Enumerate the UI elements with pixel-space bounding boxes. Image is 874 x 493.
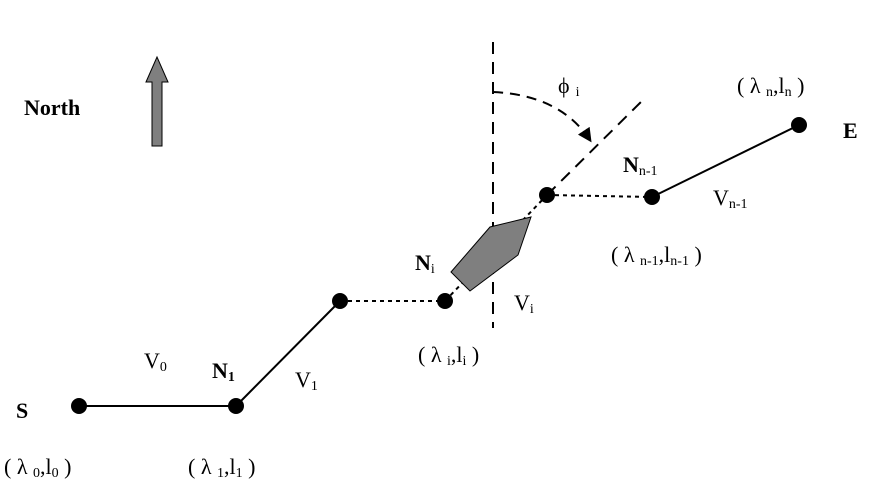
leg-vn1-label: Vn-1 [713,185,748,212]
leg-vi-label: Vi [514,290,534,317]
node-nn1 [644,189,660,205]
coord-ni: ( λ i,li ) [418,342,479,369]
leg-v0-label: V0 [144,348,167,375]
waypoint-ni-label: Ni [415,250,435,277]
waypoint-nn1-label: Nn-1 [623,152,658,179]
node-next [539,187,555,203]
coord-nn1: ( λ n-1,ln-1 ) [611,242,702,269]
leg-v1-label: V1 [295,367,318,394]
dotted-segment-3 [546,194,653,198]
waypoint-n1-label: N1 [212,358,235,385]
node-n2 [332,293,348,309]
node-start [71,398,87,414]
end-label: E [843,118,858,143]
heading-angle-arc [492,91,592,143]
node-end [791,117,807,133]
node-ni [437,293,453,309]
coord-end: ( λ n,ln ) [737,73,804,100]
ship-icon [450,216,532,292]
coord-start: ( λ 0,l0 ) [4,454,71,481]
north-arrow-icon [145,55,169,147]
node-n1 [228,398,244,414]
heading-line [546,97,646,196]
segment-nn1-e [651,124,800,198]
segment-n1-n2 [235,300,341,407]
north-label: North [24,95,80,120]
coord-n1: ( λ 1,l1 ) [188,454,255,481]
start-label: S [16,398,28,423]
